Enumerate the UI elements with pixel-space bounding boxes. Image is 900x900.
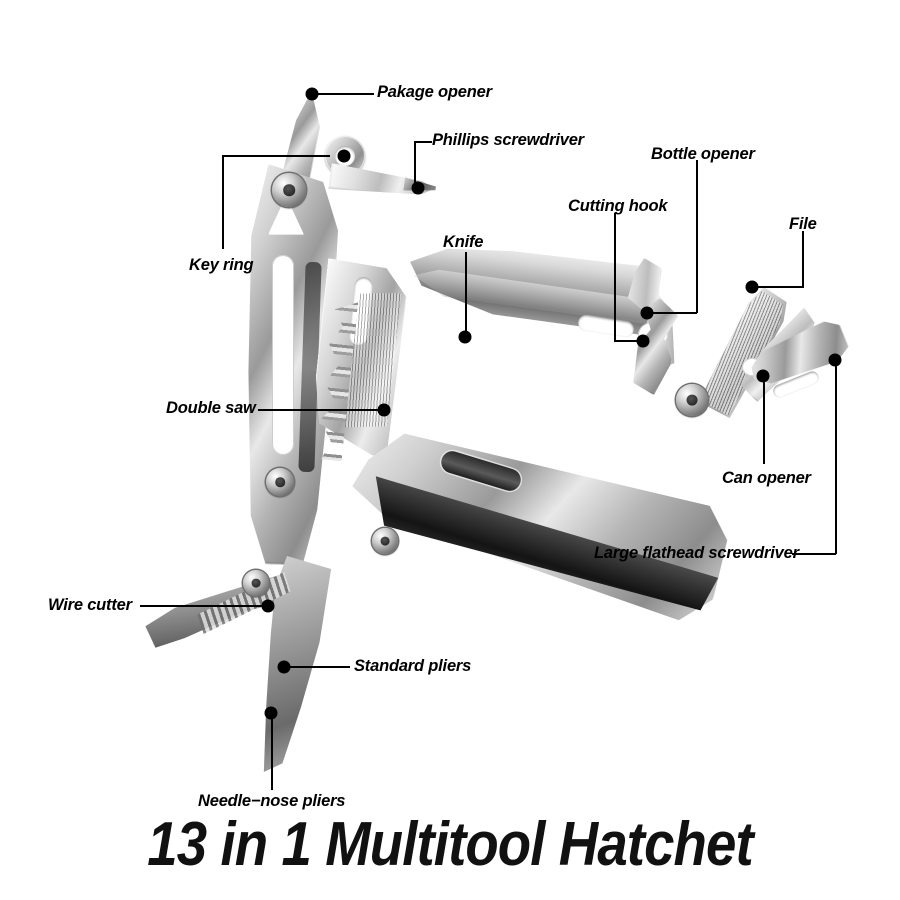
leader-package-opener [316,93,374,95]
callout-label-needle-nose-pliers: Needle−nose pliers [198,792,346,810]
leader-wire-cutter [140,605,266,607]
dot-large-flathead-screwdriver [828,353,842,367]
dot-phillips-screwdriver [411,181,425,195]
dot-cutting-hook [636,334,650,348]
callout-label-package-opener: Pakage opener [377,83,492,101]
leader-flathead-h [792,553,836,555]
dot-double-saw [377,403,391,417]
tool-fan-pivot-screw [676,384,708,416]
leader-file-h [752,286,804,288]
leader-flathead-v [835,364,837,554]
callout-label-wire-cutter: Wire cutter [48,596,132,614]
callout-label-cutting-hook: Cutting hook [568,197,668,215]
leader-key-ring-h [222,155,330,157]
leader-standard-pliers [288,666,350,668]
callout-label-double-saw: Double saw [166,399,256,417]
multitool-illustration [0,0,900,812]
leader-file-v [802,231,804,287]
callout-label-knife: Knife [443,233,484,251]
dot-needle-nose-pliers [264,706,278,720]
callout-label-large-flathead-screwdriver: Large flathead screwdriver [594,544,799,562]
leader-bottle-opener-h [647,312,697,314]
dot-package-opener [305,87,319,101]
dot-file [745,280,759,294]
leader-can-opener [763,380,765,464]
dot-wire-cutter [261,599,275,613]
product-title: 13 in 1 Multitool Hatchet [147,810,753,879]
leader-bottle-opener-v [696,160,698,313]
dot-knife [458,330,472,344]
callout-label-file: File [789,215,817,233]
leader-needle-nose [271,716,273,790]
leader-double-saw [258,409,382,411]
callout-label-can-opener: Can opener [722,469,811,487]
callout-label-phillips-screwdriver: Phillips screwdriver [432,131,584,149]
dot-can-opener [756,369,770,383]
leader-key-ring-v [222,155,224,249]
dot-standard-pliers [277,660,291,674]
leader-cutting-hook-v [614,213,616,341]
leader-cutting-hook-h [614,340,644,342]
callout-label-standard-pliers: Standard pliers [354,657,472,675]
leader-phillips-h [414,141,432,143]
leader-phillips-v [414,141,416,188]
left-handle-lower-rivet [266,468,294,496]
callout-label-bottle-opener: Bottle opener [651,145,755,163]
callout-label-key-ring: Key ring [189,256,254,274]
leader-knife [465,252,467,337]
plier-hinge-rivet [243,570,269,596]
left-handle-cutout-long [272,255,294,455]
dot-key-ring [337,149,351,163]
left-handle-pivot-screw [272,173,306,207]
dot-bottle-opener [640,306,654,320]
right-handle-pivot-rivet [372,528,398,554]
